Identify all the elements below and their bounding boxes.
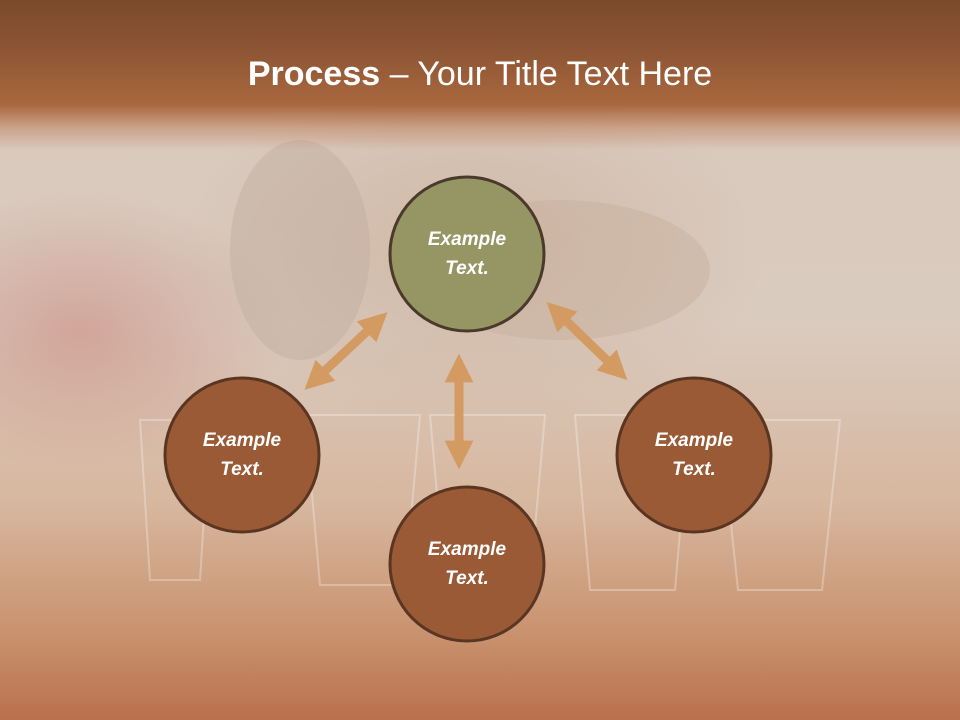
shaker-shape xyxy=(230,140,370,360)
node-circle-right[interactable] xyxy=(615,376,773,534)
node-left-line2: Text. xyxy=(220,459,264,480)
arrow-top-left xyxy=(304,312,388,390)
node-label-right: Example Text. xyxy=(624,426,764,484)
title-rest: Your Title Text Here xyxy=(417,55,713,93)
title-separator: – xyxy=(380,55,418,93)
node-label-left: Example Text. xyxy=(172,426,312,484)
node-label-bottom: Example Text. xyxy=(397,535,537,593)
node-bottom-line2: Text. xyxy=(445,568,489,589)
node-circle-left[interactable] xyxy=(163,376,321,534)
node-label-top: Example Text. xyxy=(397,225,537,283)
node-circle-top[interactable] xyxy=(388,175,546,333)
arrow-top-right xyxy=(546,301,628,381)
node-left-line1: Example xyxy=(202,430,282,451)
node-top-line2: Text. xyxy=(445,258,489,279)
node-circle-bottom[interactable] xyxy=(388,485,546,643)
node-bottom-line1: Example xyxy=(427,539,507,560)
node-right-line1: Example xyxy=(654,430,734,451)
node-top-line1: Example xyxy=(427,229,507,250)
node-right-line2: Text. xyxy=(672,459,716,480)
title-bold-part: Process xyxy=(247,55,381,93)
title-band xyxy=(0,0,960,150)
slide-title: Process – Your Title Text Here xyxy=(0,52,960,96)
